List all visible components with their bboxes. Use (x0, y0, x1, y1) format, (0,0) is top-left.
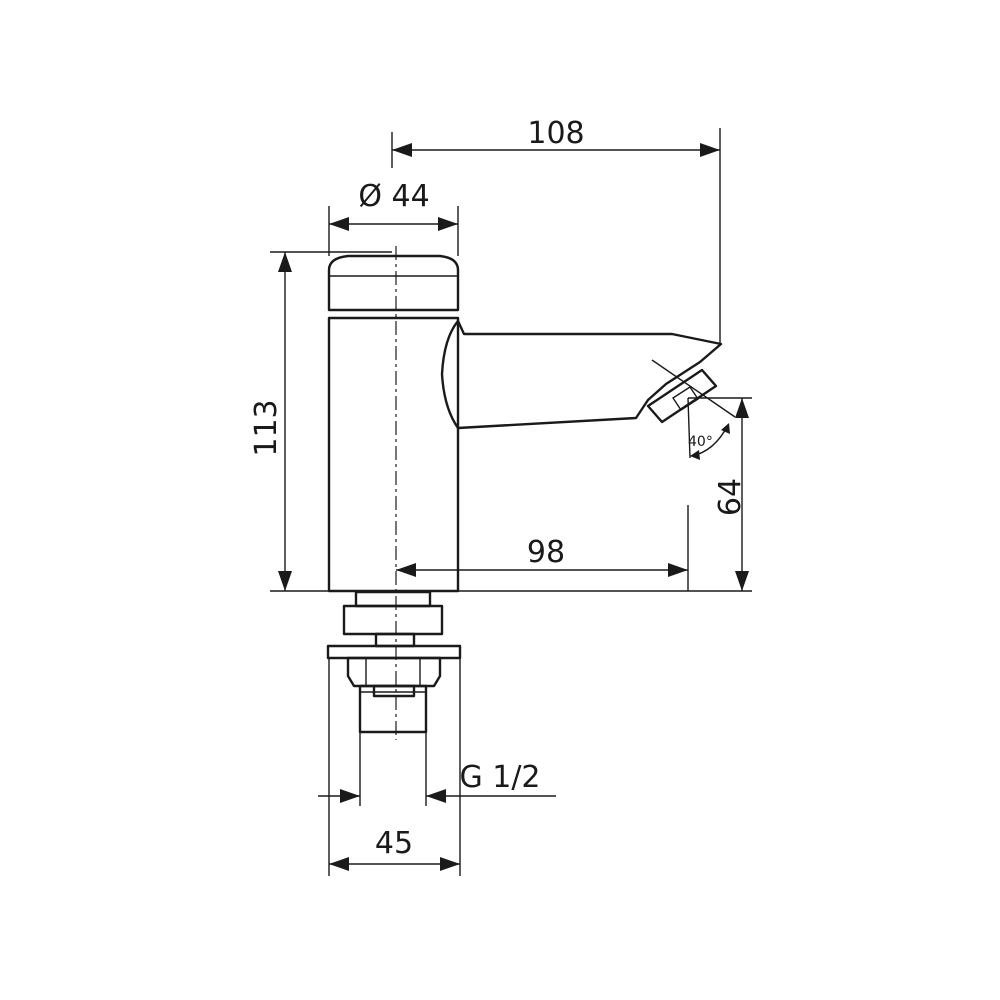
flange-plate (326, 644, 462, 660)
tap-body: 40° (327, 246, 736, 740)
arrow-right (438, 217, 458, 231)
dim-body-diameter: Ø 44 (328, 179, 459, 256)
aerator-insert (672, 386, 699, 411)
threaded-shank (358, 684, 428, 734)
push-button-cap (327, 254, 460, 312)
arrow-left (329, 217, 349, 231)
arrow-left (392, 143, 412, 157)
angle-arrow-left (690, 450, 700, 460)
dim-thread: G 1/2 (318, 732, 556, 806)
body-cylinder (327, 316, 460, 593)
arrow-right (700, 143, 720, 157)
angle-arrow-right (721, 423, 730, 434)
dim-label-diameter: Ø 44 (358, 179, 429, 214)
arrow-left (340, 789, 360, 803)
arrow-right (668, 563, 688, 577)
dim-body-height: 113 (249, 251, 392, 592)
upper-neck (354, 590, 432, 608)
arrow-left (396, 563, 416, 577)
spray-axis-line (651, 359, 736, 418)
arrow-right (440, 857, 460, 871)
small-washer (374, 632, 416, 648)
dim-label-113: 113 (249, 399, 284, 456)
mounting-fitting (326, 590, 462, 734)
arrow-left (329, 857, 349, 871)
dim-label-45: 45 (375, 826, 413, 861)
spray-angle-construction: 40° (651, 359, 736, 460)
dim-label-98: 98 (527, 535, 565, 570)
arrow-bottom (735, 571, 749, 591)
aerator-housing (646, 368, 718, 424)
dim-label-108: 108 (527, 116, 584, 151)
lock-nut (346, 656, 442, 688)
dim-flange-width: 45 (328, 658, 461, 876)
spray-vertical-line (687, 397, 691, 459)
arrow-top (735, 398, 749, 418)
hex-nut (342, 604, 444, 636)
dim-outlet-distance: 98 (396, 505, 689, 591)
arrow-bottom (278, 571, 292, 591)
thread-marker (372, 684, 416, 698)
dim-label-thread: G 1/2 (459, 760, 540, 795)
spray-angle-label: 40° (688, 434, 713, 450)
arrow-top (278, 252, 292, 272)
dim-spout-reach: 108 (391, 116, 721, 346)
dim-label-64: 64 (713, 478, 748, 516)
arrow-right (426, 789, 446, 803)
dim-outlet-height: 64 (688, 397, 752, 591)
aerator (646, 368, 718, 424)
